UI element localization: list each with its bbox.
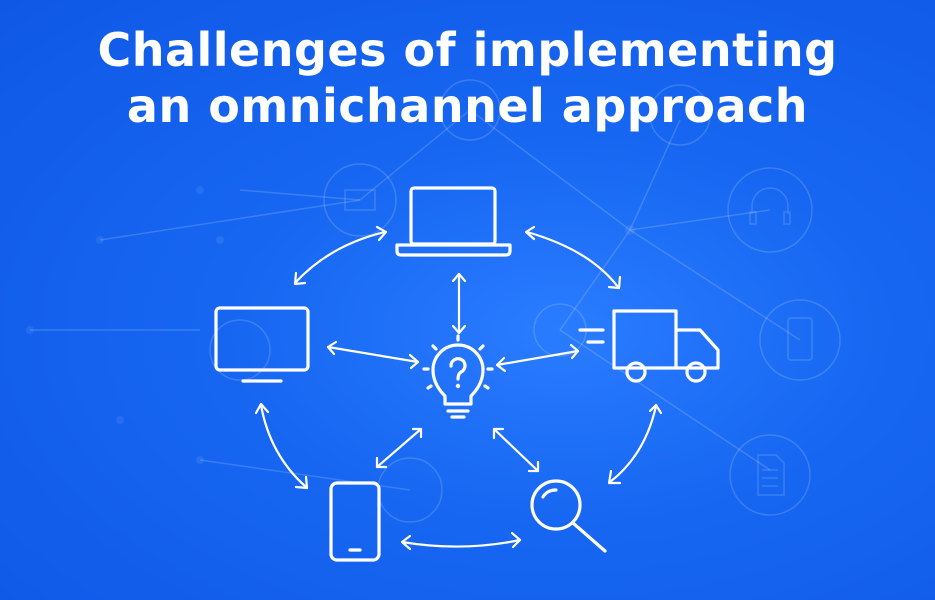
laptop-icon	[395, 186, 512, 257]
ghost-headset-circle	[727, 167, 813, 253]
slide-title: Challenges of implementing an omnichanne…	[0, 22, 935, 134]
ghost-tablet-icon	[787, 317, 813, 361]
arrow-phone-search	[400, 531, 522, 551]
lightbulb-question-icon	[422, 334, 494, 419]
arrow-laptop-truck	[524, 225, 622, 290]
arrow-truck-search	[607, 403, 663, 485]
arrow-monitor-phone	[254, 402, 309, 490]
smartphone-icon	[329, 481, 381, 562]
ghost-mail-icon	[344, 189, 376, 211]
background-network	[30, 109, 801, 491]
arrow-monitor-bulb	[326, 340, 420, 370]
background-circles	[209, 79, 841, 523]
title-line-1: Challenges of implementing	[97, 23, 838, 77]
arrow-bulb-phone	[375, 427, 423, 469]
background-dots	[26, 186, 635, 464]
ghost-top-left-circle	[439, 79, 501, 141]
ghost-document-circle	[729, 434, 811, 516]
ghost-document-icon	[757, 454, 785, 496]
title-line-2: an omnichannel approach	[126, 79, 809, 133]
monitor-icon	[214, 306, 310, 383]
delivery-truck-icon	[578, 309, 720, 383]
arrow-bulb-search	[492, 427, 540, 473]
connection-arrows	[254, 225, 663, 551]
ghost-tablet-circle	[759, 299, 841, 381]
ghost-left-circle	[209, 319, 271, 381]
arrow-monitor-laptop	[293, 225, 388, 286]
ghost-mail-circle	[323, 163, 397, 237]
ghost-top-circle	[649, 84, 711, 146]
arrow-truck-bulb	[495, 343, 580, 373]
magnifier-icon	[530, 479, 607, 553]
arrow-laptop-bulb	[451, 272, 467, 335]
ghost-headset-icon	[749, 187, 791, 225]
